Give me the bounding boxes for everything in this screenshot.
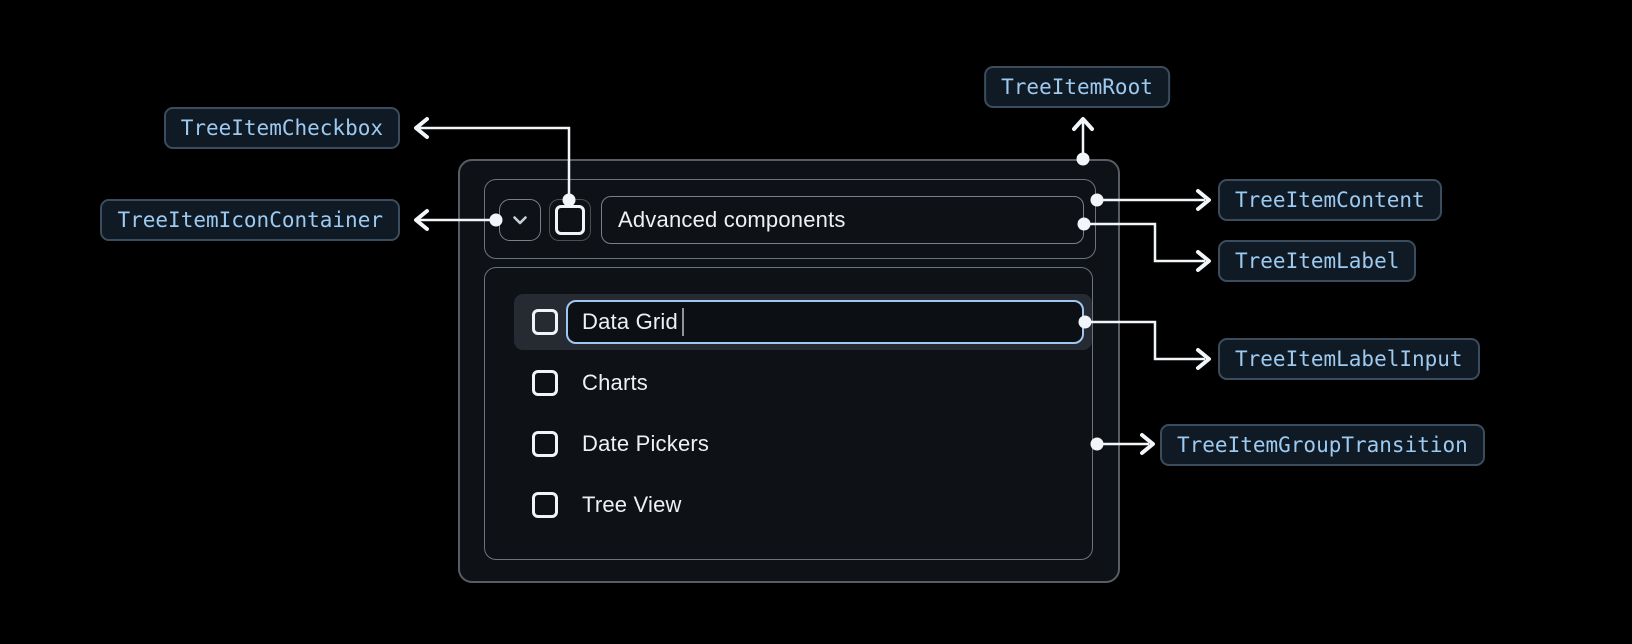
chevron-down-icon [508,208,532,232]
annotation-tree-item-label-input: TreeItemLabelInput [1218,338,1480,380]
annotation-tree-item-content: TreeItemContent [1218,179,1442,221]
annotation-tree-item-group-transition: TreeItemGroupTransition [1160,424,1485,466]
tree-item-icon-container[interactable] [499,199,541,241]
checkbox-unchecked-icon [555,205,585,235]
checkbox-unchecked-icon[interactable] [532,309,558,335]
checkbox-unchecked-icon[interactable] [532,370,558,396]
annotation-tree-item-checkbox: TreeItemCheckbox [163,107,400,149]
tree-item-row-charts[interactable]: Charts [514,355,1092,411]
label-input-value: Data Grid [582,309,678,334]
text-caret [681,308,684,336]
tree-item-label-text: Charts [582,370,648,395]
annotation-tree-item-label: TreeItemLabel [1218,240,1417,282]
annotation-tree-item-icon-container: TreeItemIconContainer [100,199,400,241]
tree-item-label-text: Date Pickers [582,431,710,456]
tree-item-content[interactable]: Advanced components [484,179,1096,259]
tree-item-label-text: Tree View [582,492,682,517]
annotation-tree-item-root: TreeItemRoot [984,66,1170,108]
tree-item-row-date-pickers[interactable]: Date Pickers [514,416,1092,472]
tree-item-root [458,159,1120,583]
tree-item-label-text: Advanced components [618,207,846,232]
checkbox-unchecked-icon[interactable] [532,431,558,457]
checkbox-unchecked-icon[interactable] [532,492,558,518]
tree-item-row-data-grid[interactable]: Data Grid [514,294,1092,350]
tree-item-group-transition [484,267,1093,560]
tree-item-row-tree-view[interactable]: Tree View [514,477,1092,533]
tree-item-label-input[interactable]: Data Grid [566,300,1084,344]
tree-item-label[interactable]: Advanced components [601,196,1084,244]
tree-item-checkbox[interactable] [549,199,591,241]
